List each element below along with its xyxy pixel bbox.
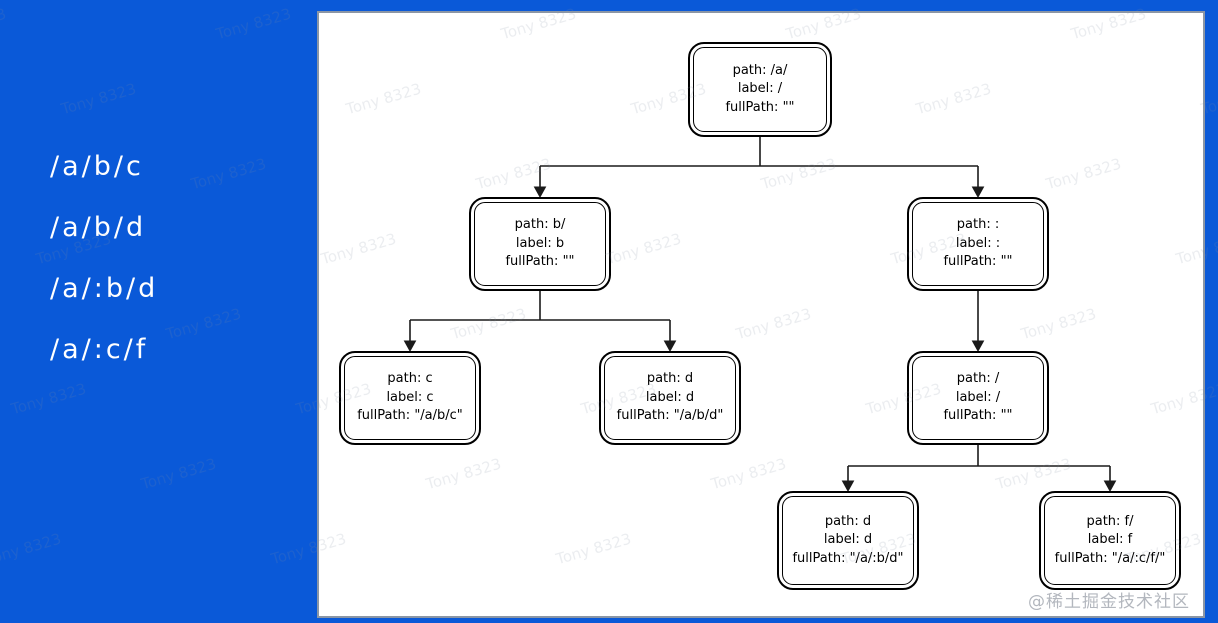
tree-node-root: path: /a/ label: / fullPath: ""	[688, 42, 832, 137]
tree-node-d2: path: d label: d fullPath: "/a/:b/d"	[777, 491, 919, 590]
diagonal-watermark: Tony 8323	[189, 154, 269, 194]
node-label-line: label: :	[955, 235, 1001, 251]
tree-node-f: path: f/ label: f fullPath: "/a/:c/f/"	[1039, 491, 1181, 590]
node-fullpath-line: fullPath: "/a/:b/d"	[792, 550, 904, 566]
node-fullpath-line: fullPath: "/a/b/c"	[357, 408, 463, 424]
node-path-line: path: d	[646, 371, 694, 387]
tree-node-param-body: path: : label: : fullPath: ""	[912, 202, 1044, 286]
tree-node-slash: path: / label: / fullPath: ""	[907, 351, 1049, 445]
node-path-line: path: c	[387, 371, 433, 387]
node-label-line: label: c	[386, 389, 434, 405]
node-path-line: path: b/	[514, 217, 566, 233]
tree-node-d1: path: d label: d fullPath: "/a/b/d"	[599, 351, 741, 445]
node-label-line: label: /	[955, 389, 1001, 405]
node-label-line: label: f	[1087, 532, 1133, 548]
tree-node-d1-body: path: d label: d fullPath: "/a/b/d"	[604, 356, 736, 440]
node-label-line: label: d	[823, 532, 873, 548]
tree-node-f-body: path: f/ label: f fullPath: "/a/:c/f/"	[1044, 496, 1176, 585]
diagonal-watermark: Tony 8323	[0, 4, 9, 44]
route-list: /a/b/c /a/b/d /a/:b/d /a/:c/f	[50, 150, 158, 394]
site-credit-watermark: @稀土掘金技术社区	[1028, 592, 1190, 612]
node-fullpath-line: fullPath: ""	[943, 254, 1013, 270]
node-fullpath-line: fullPath: ""	[943, 408, 1013, 424]
node-path-line: path: d	[824, 513, 872, 529]
node-label-line: label: /	[737, 81, 783, 97]
node-fullpath-line: fullPath: "/a/:c/f/"	[1054, 550, 1166, 566]
tree-node-c-body: path: c label: c fullPath: "/a/b/c"	[344, 356, 476, 440]
node-path-line: path: /	[956, 371, 1000, 387]
node-label-line: label: d	[645, 389, 695, 405]
diagonal-watermark: Tony 8323	[214, 4, 294, 44]
route-item: /a/b/d	[50, 212, 147, 243]
node-path-line: path: /a/	[732, 62, 788, 78]
node-fullpath-line: fullPath: ""	[505, 254, 575, 270]
diagonal-watermark: Tony 8323	[0, 529, 64, 569]
tree-node-d2-body: path: d label: d fullPath: "/a/:b/d"	[782, 496, 914, 585]
node-fullpath-line: fullPath: "/a/b/d"	[616, 408, 724, 424]
diagonal-watermark: Tony 8323	[59, 79, 139, 119]
route-item: /a/:b/d	[50, 273, 159, 304]
diagonal-watermark: Tony 8323	[139, 454, 219, 494]
node-fullpath-line: fullPath: ""	[725, 99, 795, 115]
node-path-line: path: f/	[1086, 513, 1134, 529]
tree-node-param: path: : label: : fullPath: ""	[907, 197, 1049, 291]
route-item: /a/b/c	[50, 151, 144, 182]
route-item: /a/:c/f	[50, 334, 149, 365]
node-path-line: path: :	[956, 217, 1000, 233]
tree-node-b: path: b/ label: b fullPath: ""	[469, 197, 611, 291]
tree-node-slash-body: path: / label: / fullPath: ""	[912, 356, 1044, 440]
tree-node-b-body: path: b/ label: b fullPath: ""	[474, 202, 606, 286]
tree-node-root-body: path: /a/ label: / fullPath: ""	[693, 47, 827, 132]
diagonal-watermark: Tony 8323	[164, 304, 244, 344]
node-label-line: label: b	[515, 235, 565, 251]
tree-node-c: path: c label: c fullPath: "/a/b/c"	[339, 351, 481, 445]
